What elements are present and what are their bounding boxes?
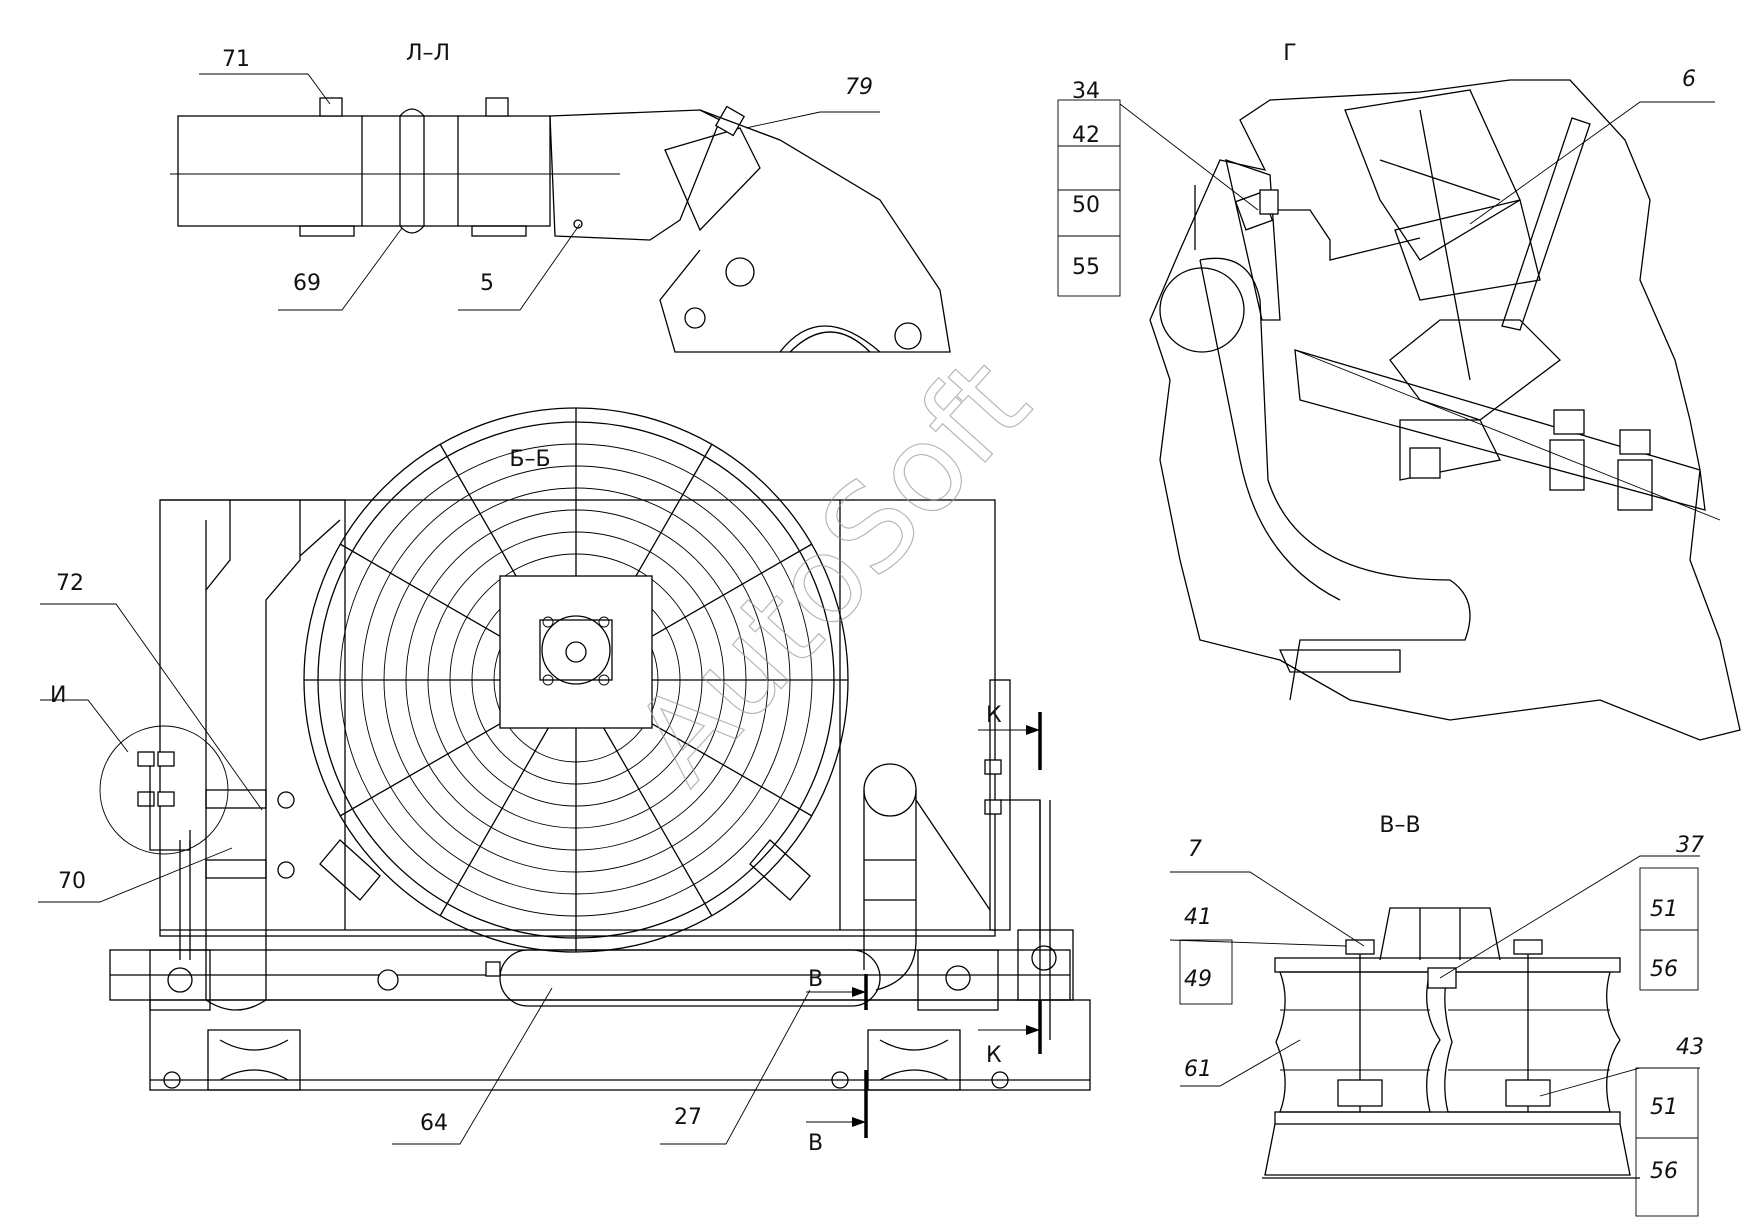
label-43: 43 <box>1676 1035 1704 1060</box>
section-v-v: В–В 7 <box>1169 813 1704 1217</box>
view-g: Г 34 <box>1057 41 1741 741</box>
label-72: 72 <box>56 571 84 596</box>
label-34: 34 <box>1072 79 1100 104</box>
leader-37 <box>1439 855 1700 979</box>
leader-detail-i <box>40 699 129 753</box>
leader-72 <box>40 603 263 811</box>
leader-64 <box>392 987 553 1145</box>
watermark: AutoSoft <box>608 333 1056 809</box>
label-41: 41 <box>1184 905 1212 930</box>
leader-6 <box>1469 101 1715 225</box>
leader-71 <box>199 73 331 105</box>
leader-41 <box>1169 939 1347 947</box>
label-55: 55 <box>1072 255 1100 280</box>
leader-61 <box>1180 1039 1301 1087</box>
label-64: 64 <box>420 1111 448 1136</box>
label-79: 79 <box>845 75 873 100</box>
label-7: 7 <box>1188 837 1202 862</box>
label-56-a: 56 <box>1650 957 1678 982</box>
label-51-b: 51 <box>1650 1095 1678 1120</box>
section-b-b-title: Б–Б <box>509 447 550 472</box>
label-70: 70 <box>58 869 86 894</box>
label-37: 37 <box>1676 833 1704 858</box>
marker-v-bottom: В <box>808 1131 823 1156</box>
leader-27 <box>660 989 811 1145</box>
label-69: 69 <box>293 271 321 296</box>
leader-5 <box>458 223 581 311</box>
label-49: 49 <box>1184 967 1212 992</box>
marker-detail-i: И <box>50 683 66 708</box>
label-5: 5 <box>480 271 494 296</box>
marker-k-top: К <box>986 703 1002 728</box>
label-71: 71 <box>222 47 250 72</box>
section-l-l-title: Л–Л <box>406 41 450 66</box>
label-42: 42 <box>1072 123 1100 148</box>
section-b-b: Б–Б <box>38 407 1091 1156</box>
marker-k-bottom: К <box>986 1043 1002 1068</box>
label-56-b: 56 <box>1650 1159 1678 1184</box>
marker-v-top: В <box>808 967 823 992</box>
leader-7 <box>1170 871 1365 947</box>
leader-69 <box>278 227 403 311</box>
label-51-a: 51 <box>1650 897 1678 922</box>
leader-70 <box>38 847 233 903</box>
label-61: 61 <box>1184 1057 1212 1082</box>
leader-79 <box>745 111 880 129</box>
label-6: 6 <box>1682 67 1696 92</box>
leader-34 <box>1119 103 1259 211</box>
section-l-l: Л–Л 71 79 69 5 <box>170 41 951 353</box>
view-g-title: Г <box>1283 41 1296 66</box>
leader-43 <box>1539 1067 1700 1097</box>
label-50: 50 <box>1072 193 1100 218</box>
label-27: 27 <box>674 1105 702 1130</box>
section-v-v-title: В–В <box>1379 813 1420 838</box>
